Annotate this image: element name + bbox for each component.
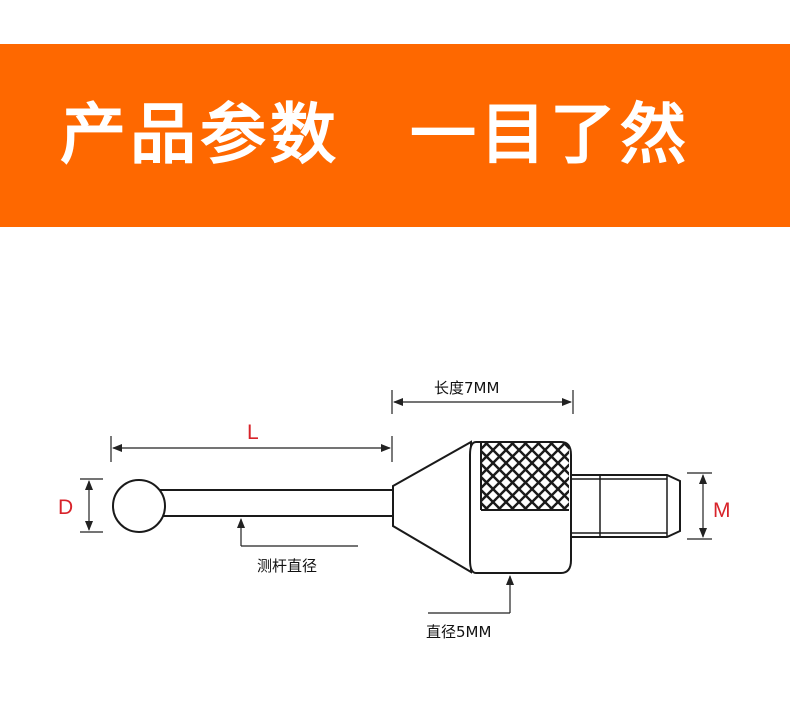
cone-section xyxy=(392,440,472,574)
knurl-line xyxy=(484,442,554,510)
stem xyxy=(159,489,396,517)
thread-lines xyxy=(571,475,668,537)
knurl-line xyxy=(481,442,541,503)
label-body-length: 长度7MM xyxy=(434,379,499,397)
knurl-line xyxy=(549,489,569,510)
knurl-line xyxy=(481,442,528,490)
knurl-line xyxy=(523,463,569,510)
knurl-line xyxy=(481,442,515,477)
label-ball-diameter: D xyxy=(58,496,73,519)
label-thread: M xyxy=(713,499,731,522)
knurl-line xyxy=(549,442,569,463)
banner-title: 产品参数 一目了然 xyxy=(60,96,690,173)
knurl-boundary xyxy=(480,442,569,511)
knurl-line xyxy=(481,442,502,464)
ball-tip xyxy=(112,479,166,533)
knurl-line xyxy=(481,488,502,510)
stylus-part xyxy=(112,440,681,574)
dimension-lines xyxy=(80,390,712,614)
label-length: L xyxy=(247,421,259,444)
threaded-end xyxy=(570,474,681,538)
header-banner xyxy=(0,44,790,227)
knurl-line xyxy=(536,442,569,476)
knurl-line xyxy=(536,476,569,510)
knurl-line xyxy=(481,475,515,510)
knurl-pattern xyxy=(481,442,569,510)
label-stem-diameter: 测杆直径 xyxy=(257,557,317,575)
knurl-line xyxy=(510,450,569,510)
knurl-line xyxy=(497,442,567,510)
label-body-diameter: 直径5MM xyxy=(426,623,491,641)
